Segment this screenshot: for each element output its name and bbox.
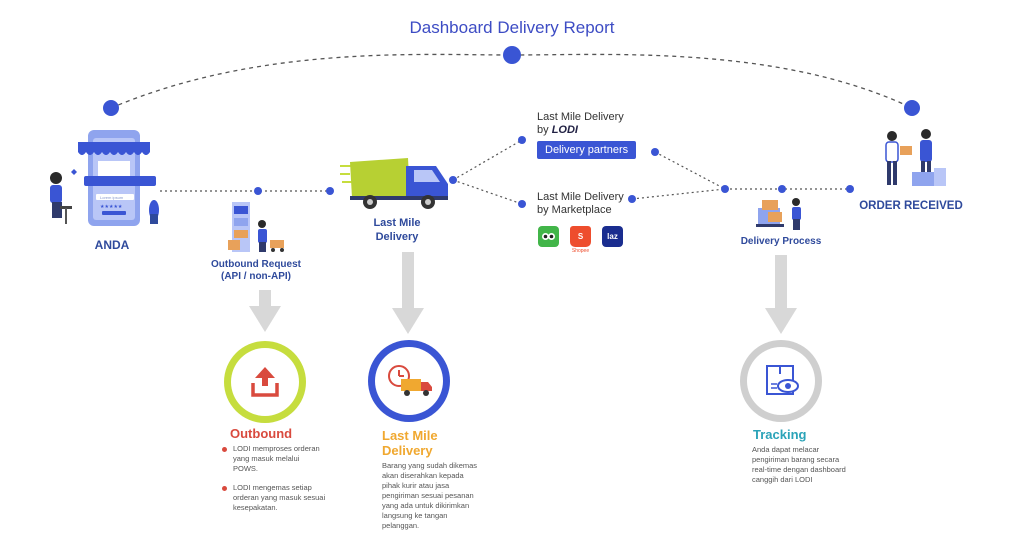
warehouse-worker-illustration — [228, 202, 284, 252]
lodi-branch-by: by LODI — [537, 124, 647, 137]
arc-dot-center — [503, 46, 521, 64]
flow-dot — [721, 185, 729, 193]
package-eye-icon — [766, 365, 799, 395]
flow-dot — [254, 187, 262, 195]
outbound-circle-inner — [231, 348, 299, 416]
tracking-circle — [740, 340, 822, 422]
last-mile-description: Barang yang sudah dikemas akan diserahka… — [382, 461, 478, 530]
arc-dot-right — [904, 100, 920, 116]
shopee-item: S Shopee — [570, 226, 591, 254]
phone-user-illustration: Lorem ipsum ★★★★★ — [50, 130, 159, 226]
outbound-bullet: LODI memproses orderan yang masuk melalu… — [222, 444, 342, 474]
upload-icon — [251, 367, 279, 397]
clock-truck-icon — [388, 365, 432, 396]
order-received-illustration — [885, 129, 946, 186]
node-order-received-label: ORDER RECEIVED — [859, 200, 963, 212]
lodi-branch-title: Last Mile Delivery — [537, 111, 624, 123]
node-delivery-process-label: Delivery Process — [740, 236, 822, 247]
flow-dot — [846, 185, 854, 193]
node-last-mile-label: Last Mile Delivery — [373, 217, 421, 243]
flow-dot — [449, 176, 457, 184]
delivery-process-illustration — [756, 198, 801, 230]
last-mile-circle — [368, 340, 450, 422]
flow-dot — [518, 136, 526, 144]
lodi-by-text: by — [537, 124, 549, 136]
marketplace-icons: S Shopee laz — [538, 226, 623, 254]
flow-dot — [651, 148, 659, 156]
truck-icon — [340, 158, 448, 209]
arc-dot-left — [103, 100, 119, 116]
lodi-logo: LODI — [551, 124, 578, 136]
outbound-bullets: LODI memproses orderan yang masuk melalu… — [222, 444, 342, 513]
outbound-title: Outbound — [230, 426, 293, 441]
flow-dot — [518, 200, 526, 208]
tracking-circle-inner — [747, 347, 815, 415]
tracking-title: Tracking — [753, 427, 807, 442]
report-arc — [110, 53, 913, 109]
marketplace-branch-label: Last Mile Delivery by Marketplace — [537, 191, 624, 216]
outbound-bullet: LODI mengemas setiap orderan yang masuk … — [222, 483, 342, 513]
delivery-partners-button[interactable]: Delivery partners — [537, 141, 637, 159]
page-title: Dashboard Delivery Report — [409, 18, 615, 37]
down-arrow-tracking — [765, 255, 797, 334]
outbound-circle — [224, 341, 306, 423]
lazada-icon: laz — [602, 226, 623, 247]
down-arrow-lastmile — [392, 252, 424, 334]
phone-stars: ★★★★★ — [100, 204, 123, 210]
flow-dot — [326, 187, 334, 195]
last-mile-circle-inner — [375, 347, 443, 415]
shopee-caption: Shopee — [571, 248, 590, 254]
flow-dot — [628, 195, 636, 203]
node-outbound-request-label: Outbound Request (API / non-API) — [211, 259, 301, 282]
flow-dot — [778, 185, 786, 193]
node-anda-label: ANDA — [94, 238, 130, 252]
phone-field-text: Lorem ipsum — [100, 195, 124, 200]
tracking-description: Anda dapat melacar pengiriman barang sec… — [752, 445, 846, 484]
down-arrow-outbound — [249, 290, 281, 332]
tokopedia-icon — [538, 226, 559, 247]
lodi-branch-label: Last Mile Delivery by LODI — [537, 111, 647, 137]
shopee-icon: S — [570, 226, 591, 247]
last-mile-title: Last Mile Delivery — [382, 428, 438, 458]
